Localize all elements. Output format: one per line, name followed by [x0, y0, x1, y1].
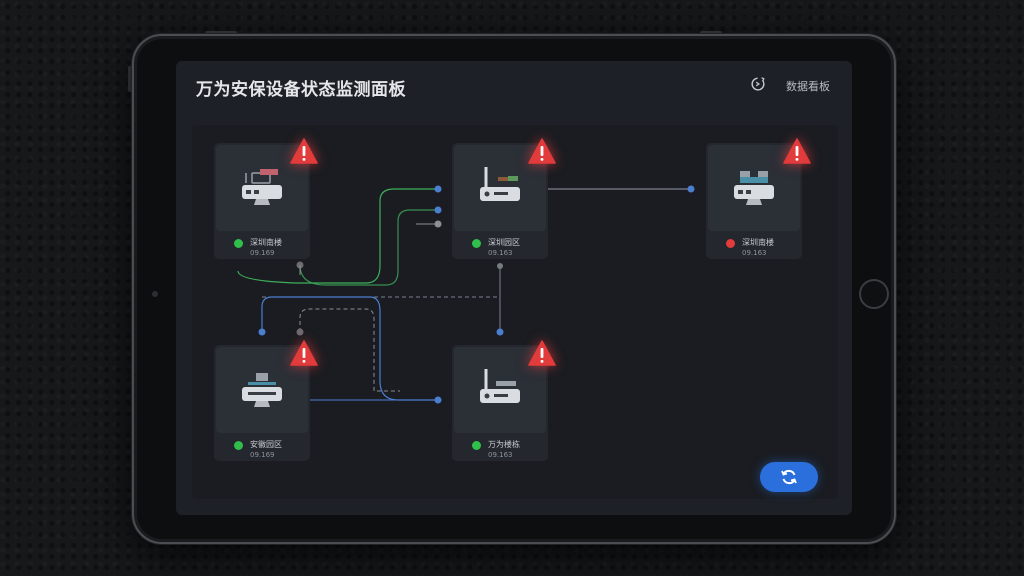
device-ip: 09.169: [250, 249, 275, 257]
device-card-d3[interactable]: 深圳南楼 09.163: [706, 143, 802, 259]
device-ip: 09.169: [250, 451, 275, 459]
device-ip: 09.163: [742, 249, 767, 257]
settings-refresh-icon[interactable]: [749, 75, 767, 93]
tablet-camera: [152, 291, 158, 297]
alert-warning-icon: [783, 138, 811, 164]
device-icon-box: [708, 145, 800, 231]
device-ip: 09.163: [488, 451, 513, 459]
status-dot-online: [234, 239, 243, 248]
tablet-top-button-2: [700, 31, 722, 35]
device-ip: 09.163: [488, 249, 513, 257]
status-dot-online: [472, 441, 481, 450]
device-card-d4[interactable]: 安徽园区 09.169: [214, 345, 310, 461]
tablet-top-button: [205, 31, 237, 35]
device-router-antenna-icon: [480, 369, 520, 403]
device-router-icon: [242, 373, 282, 407]
device-router-icon: [734, 171, 774, 205]
alert-warning-icon: [528, 340, 556, 366]
device-name: 深圳南楼: [250, 238, 282, 247]
device-name: 安徽园区: [250, 440, 282, 449]
status-dot-offline: [726, 239, 735, 248]
device-name: 深圳南楼: [742, 238, 774, 247]
status-dot-online: [234, 441, 243, 450]
data-dashboard-link[interactable]: 数据看板: [786, 80, 830, 93]
refresh-icon: [781, 469, 797, 485]
page-title: 万为安保设备状态监测面板: [196, 80, 406, 100]
refresh-button[interactable]: [760, 462, 818, 492]
device-name: 深圳园区: [488, 238, 520, 247]
tablet-home-button[interactable]: [859, 279, 889, 309]
device-name: 万为楼栋: [488, 440, 520, 449]
status-dot-online: [472, 239, 481, 248]
alert-warning-icon: [528, 138, 556, 164]
tablet-side-button: [128, 66, 132, 92]
alert-warning-icon: [290, 138, 318, 164]
device-router-antenna-icon: [480, 167, 520, 201]
device-router-icon: [242, 169, 282, 205]
dashboard-screen: 万为安保设备状态监测面板 数据看板: [176, 61, 852, 515]
alert-warning-icon: [290, 340, 318, 366]
